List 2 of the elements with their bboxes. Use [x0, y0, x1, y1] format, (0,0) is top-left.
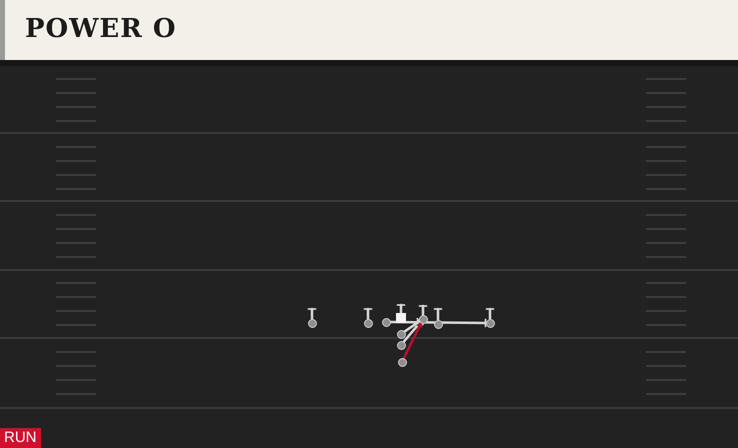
play-type-tag: RUN — [0, 428, 40, 448]
play-title: POWER O — [25, 14, 177, 44]
